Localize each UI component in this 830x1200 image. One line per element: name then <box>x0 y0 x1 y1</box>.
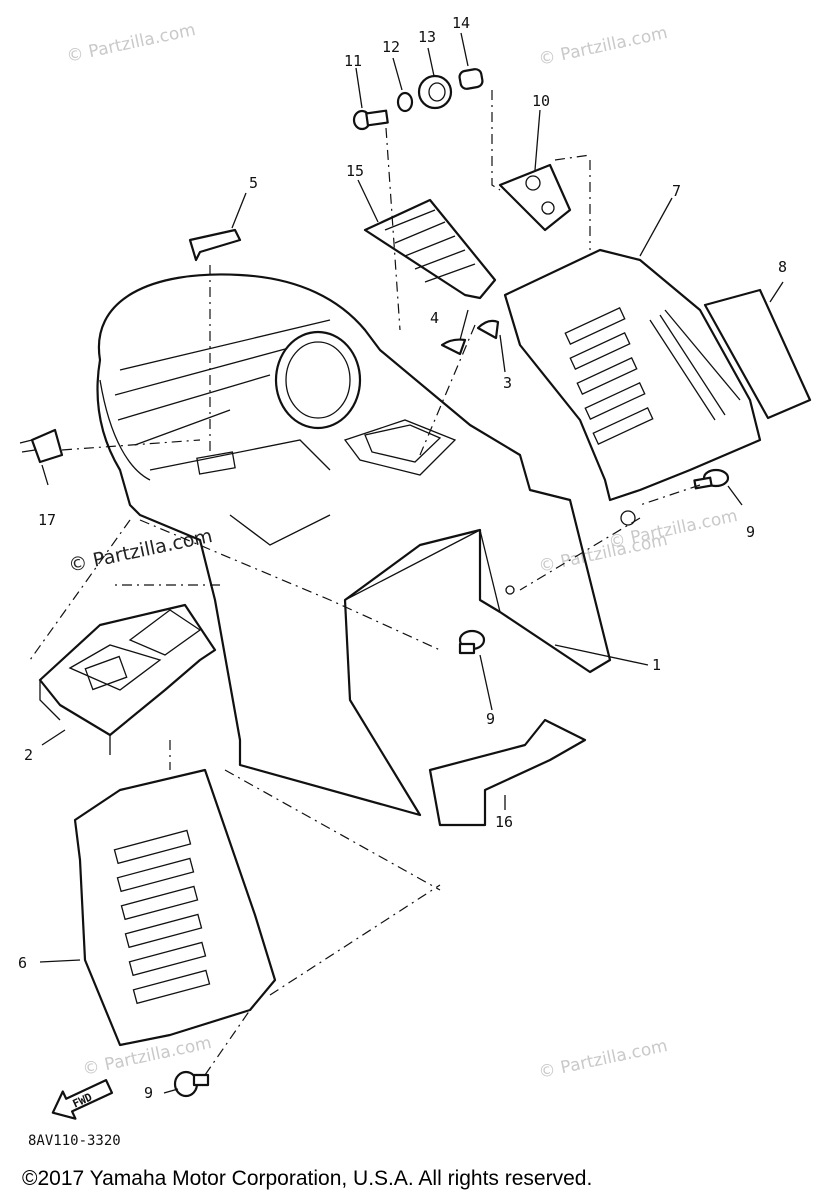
copyright-notice: ©2017 Yamaha Motor Corporation, U.S.A. A… <box>22 1167 592 1190</box>
callout-17: 17 <box>38 511 56 529</box>
callout-13: 13 <box>418 28 436 46</box>
callout-11: 11 <box>344 52 362 70</box>
callout-6: 6 <box>18 954 27 972</box>
callout-12: 12 <box>382 38 400 56</box>
part-2-tray <box>38 603 217 755</box>
part-9-screw <box>173 1070 210 1098</box>
part-6-side-panel <box>73 768 277 1047</box>
part-14-collar <box>458 68 484 90</box>
fwd-arrow-icon: FWD <box>51 1079 114 1120</box>
callout-9: 9 <box>144 1084 153 1102</box>
diagram-code: 8AV110-3320 <box>28 1133 121 1149</box>
watermark-dark: © Partzilla.com <box>66 525 214 577</box>
watermark: © Partzilla.com <box>65 20 197 67</box>
part-11-bolt <box>352 109 389 131</box>
part-7-side-panel <box>503 248 762 526</box>
callout-4: 4 <box>430 309 439 327</box>
callout-9: 9 <box>746 523 755 541</box>
callout-8: 8 <box>778 258 787 276</box>
callout-labels: 1 2 3 4 5 6 7 8 9 9 9 10 11 12 13 14 15 … <box>18 14 787 1102</box>
part-17-switch <box>19 428 64 464</box>
callout-1: 1 <box>652 656 661 674</box>
fwd-label: FWD <box>71 1090 95 1110</box>
part-3-clip <box>476 319 500 340</box>
callout-5: 5 <box>249 174 258 192</box>
part-8-seal <box>703 288 812 420</box>
assembly-lines <box>29 90 701 1076</box>
callout-16: 16 <box>495 813 513 831</box>
callout-9: 9 <box>486 710 495 728</box>
part-13-grommet <box>417 74 453 110</box>
part-9-screw <box>458 629 486 655</box>
part-5-clip <box>188 228 242 262</box>
callout-3: 3 <box>503 374 512 392</box>
part-1-front-cover <box>96 273 612 817</box>
callout-2: 2 <box>24 746 33 764</box>
watermark: © Partzilla.com <box>607 506 739 553</box>
part-10-bracket <box>498 163 572 232</box>
part-4-clip <box>440 338 467 356</box>
watermark: © Partzilla.com <box>537 1036 669 1083</box>
callout-15: 15 <box>346 162 364 180</box>
callout-7: 7 <box>672 182 681 200</box>
part-16-plate <box>428 718 587 827</box>
watermark: © Partzilla.com <box>537 23 669 70</box>
part-12-washer <box>396 91 414 113</box>
part-15-pad <box>363 198 497 300</box>
leader-lines <box>39 32 784 1094</box>
callout-14: 14 <box>452 14 470 32</box>
callout-10: 10 <box>532 92 550 110</box>
